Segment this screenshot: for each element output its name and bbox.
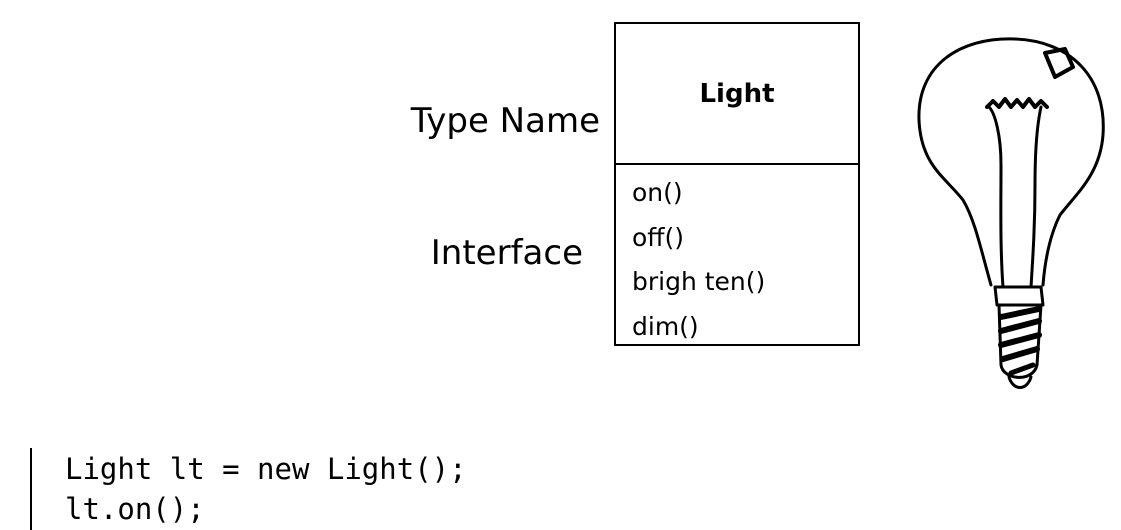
method-list: on() off() brigh ten() dim()	[616, 165, 858, 349]
type-name-label: Type Name	[410, 101, 600, 141]
code-line-2: lt.on();	[65, 492, 205, 526]
method-dim: dim()	[632, 311, 699, 341]
interface-label: Interface	[430, 233, 583, 273]
code-line-1: Light lt = new Light();	[65, 452, 467, 486]
method-on: on()	[632, 178, 683, 207]
method-brighten: brigh ten()	[632, 267, 766, 296]
uml-class-box: Light on() off() brigh ten() dim()	[614, 22, 860, 346]
class-name: Light	[616, 24, 858, 165]
code-snippet: Light lt = new Light(); lt.on();	[30, 448, 467, 530]
light-bulb-icon	[917, 37, 1105, 389]
method-off: off()	[632, 222, 685, 252]
